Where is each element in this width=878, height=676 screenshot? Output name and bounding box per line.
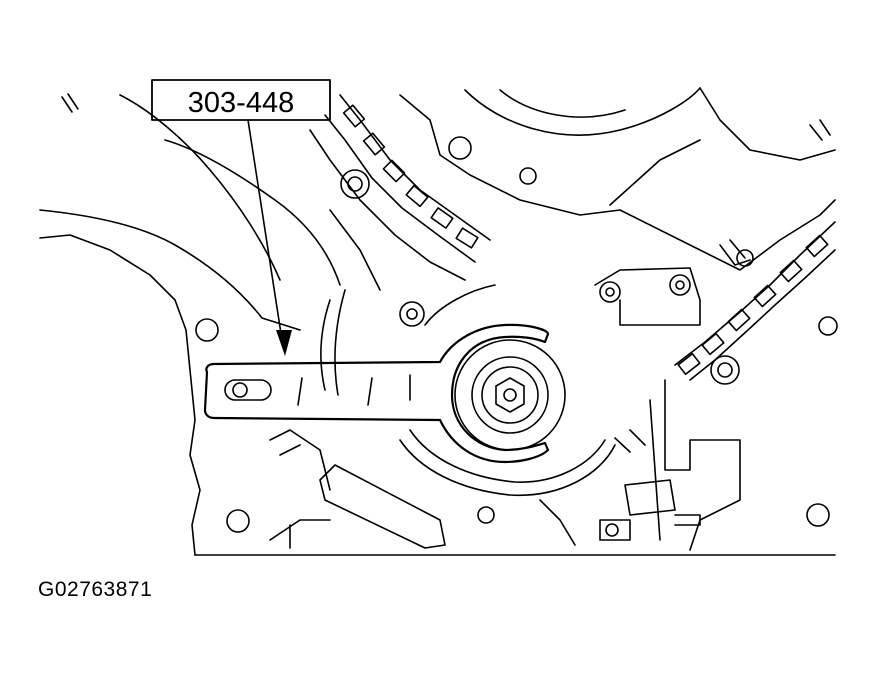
hole-5 bbox=[818, 316, 838, 336]
timing-chain-right-inner bbox=[689, 249, 836, 381]
right-mark bbox=[809, 119, 831, 141]
upper-cover-curve-2 bbox=[499, 89, 626, 118]
hole-2 bbox=[226, 509, 250, 533]
center-bracket bbox=[594, 267, 701, 326]
sprocket-ring-arc bbox=[399, 439, 616, 497]
right-tensioner-bracket bbox=[664, 379, 741, 551]
figure-id: G02763871 bbox=[38, 578, 153, 601]
casting-outline-top bbox=[119, 94, 281, 281]
guide-bolt bbox=[340, 169, 370, 199]
timing-chain-left-outer bbox=[339, 94, 491, 241]
casting-left-edge bbox=[39, 234, 201, 556]
hole-6 bbox=[806, 503, 830, 527]
hole-4 bbox=[519, 167, 537, 185]
center-bracket-bolt-1 bbox=[599, 281, 621, 303]
hole-1 bbox=[195, 318, 219, 342]
timing-chain-right-links bbox=[677, 234, 829, 376]
right-diagonal bbox=[609, 139, 701, 206]
callout-leader bbox=[247, 119, 283, 341]
center-bracket-bolt-2 bbox=[669, 274, 691, 296]
crank-hub-ring bbox=[471, 356, 549, 434]
crank-bolt-head bbox=[495, 377, 525, 413]
upper-cover-curve bbox=[464, 87, 701, 136]
lower-component-left bbox=[319, 464, 446, 549]
hole-7 bbox=[477, 506, 495, 524]
crank-hub-outer bbox=[454, 339, 566, 451]
casting-outline-top-2 bbox=[164, 139, 341, 286]
right-cover-edge-2 bbox=[699, 87, 836, 161]
hole-3 bbox=[448, 136, 472, 160]
callout-box bbox=[151, 79, 331, 121]
right-guide-bolt bbox=[710, 355, 740, 385]
timing-chain-left-inner bbox=[324, 114, 476, 263]
lower-bracket-right bbox=[624, 479, 676, 516]
spanner-slot bbox=[224, 379, 272, 401]
casting-outline-left bbox=[39, 209, 301, 331]
callout-arrowhead bbox=[276, 330, 292, 356]
timing-chain-left-links bbox=[342, 104, 479, 249]
hole-8 bbox=[399, 301, 425, 327]
small-mark bbox=[61, 93, 79, 113]
spanner-tool bbox=[203, 323, 550, 464]
right-cover-edge bbox=[399, 94, 836, 271]
callout-label: 303-448 bbox=[188, 87, 294, 119]
chain-guide-left bbox=[309, 129, 466, 291]
